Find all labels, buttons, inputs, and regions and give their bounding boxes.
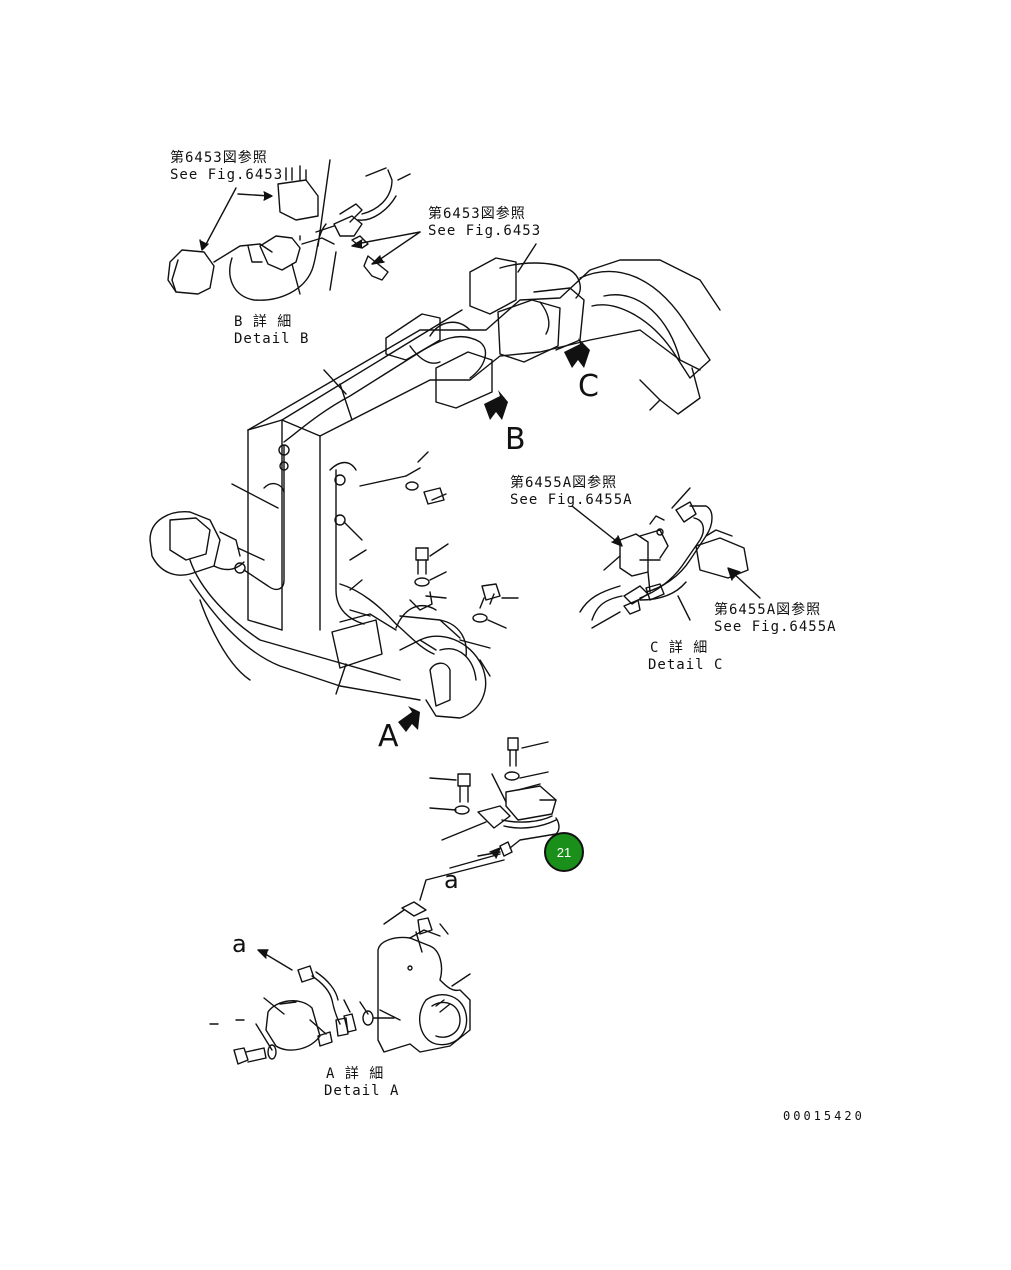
drawing-part-number: 00015420 xyxy=(783,1109,865,1123)
detail-c-ref1-en: See Fig.6455A xyxy=(510,492,633,508)
connector-letter-a-upper: a xyxy=(444,866,459,894)
view-letter-c: C xyxy=(578,369,599,404)
main-frame-assembly xyxy=(149,235,721,719)
detail-b-title-jp: B 詳 細 xyxy=(234,314,293,330)
view-letter-b: B xyxy=(505,422,526,457)
detail-b-ref2-jp: 第6453図参照 xyxy=(428,206,526,222)
view-letter-a: A xyxy=(378,719,399,754)
part-callout-badge[interactable]: 21 xyxy=(544,832,584,872)
part-21-assembly xyxy=(383,737,560,925)
detail-b-title-en: Detail B xyxy=(234,331,310,347)
detail-c-ref-arrows xyxy=(571,505,761,599)
view-arrows xyxy=(398,338,590,732)
detail-c-sketch xyxy=(579,487,749,629)
detail-c-title-en: Detail C xyxy=(648,657,724,673)
detail-c-ref1-jp: 第6455A図参照 xyxy=(510,475,618,491)
detail-a-sketch xyxy=(209,917,471,1065)
detail-c-ref2-en: See Fig.6455A xyxy=(714,619,837,635)
part-callout-badge-label: 21 xyxy=(556,844,572,860)
detail-b-sketch xyxy=(167,159,411,301)
detail-a-title-en: Detail A xyxy=(324,1083,400,1099)
detail-c-title-jp: C 詳 細 xyxy=(650,640,709,656)
detail-b-ref1-en: See Fig.6453 xyxy=(170,167,284,183)
detail-b-ref-arrows xyxy=(199,187,421,265)
detail-b-ref1-jp: 第6453図参照 xyxy=(170,150,268,166)
detail-c-ref2-jp: 第6455A図参照 xyxy=(714,602,822,618)
detail-b-ref2-en: See Fig.6453 xyxy=(428,223,542,239)
detail-a-title-jp: A 詳 細 xyxy=(326,1066,385,1082)
connector-letter-a-lower: a xyxy=(232,930,247,958)
